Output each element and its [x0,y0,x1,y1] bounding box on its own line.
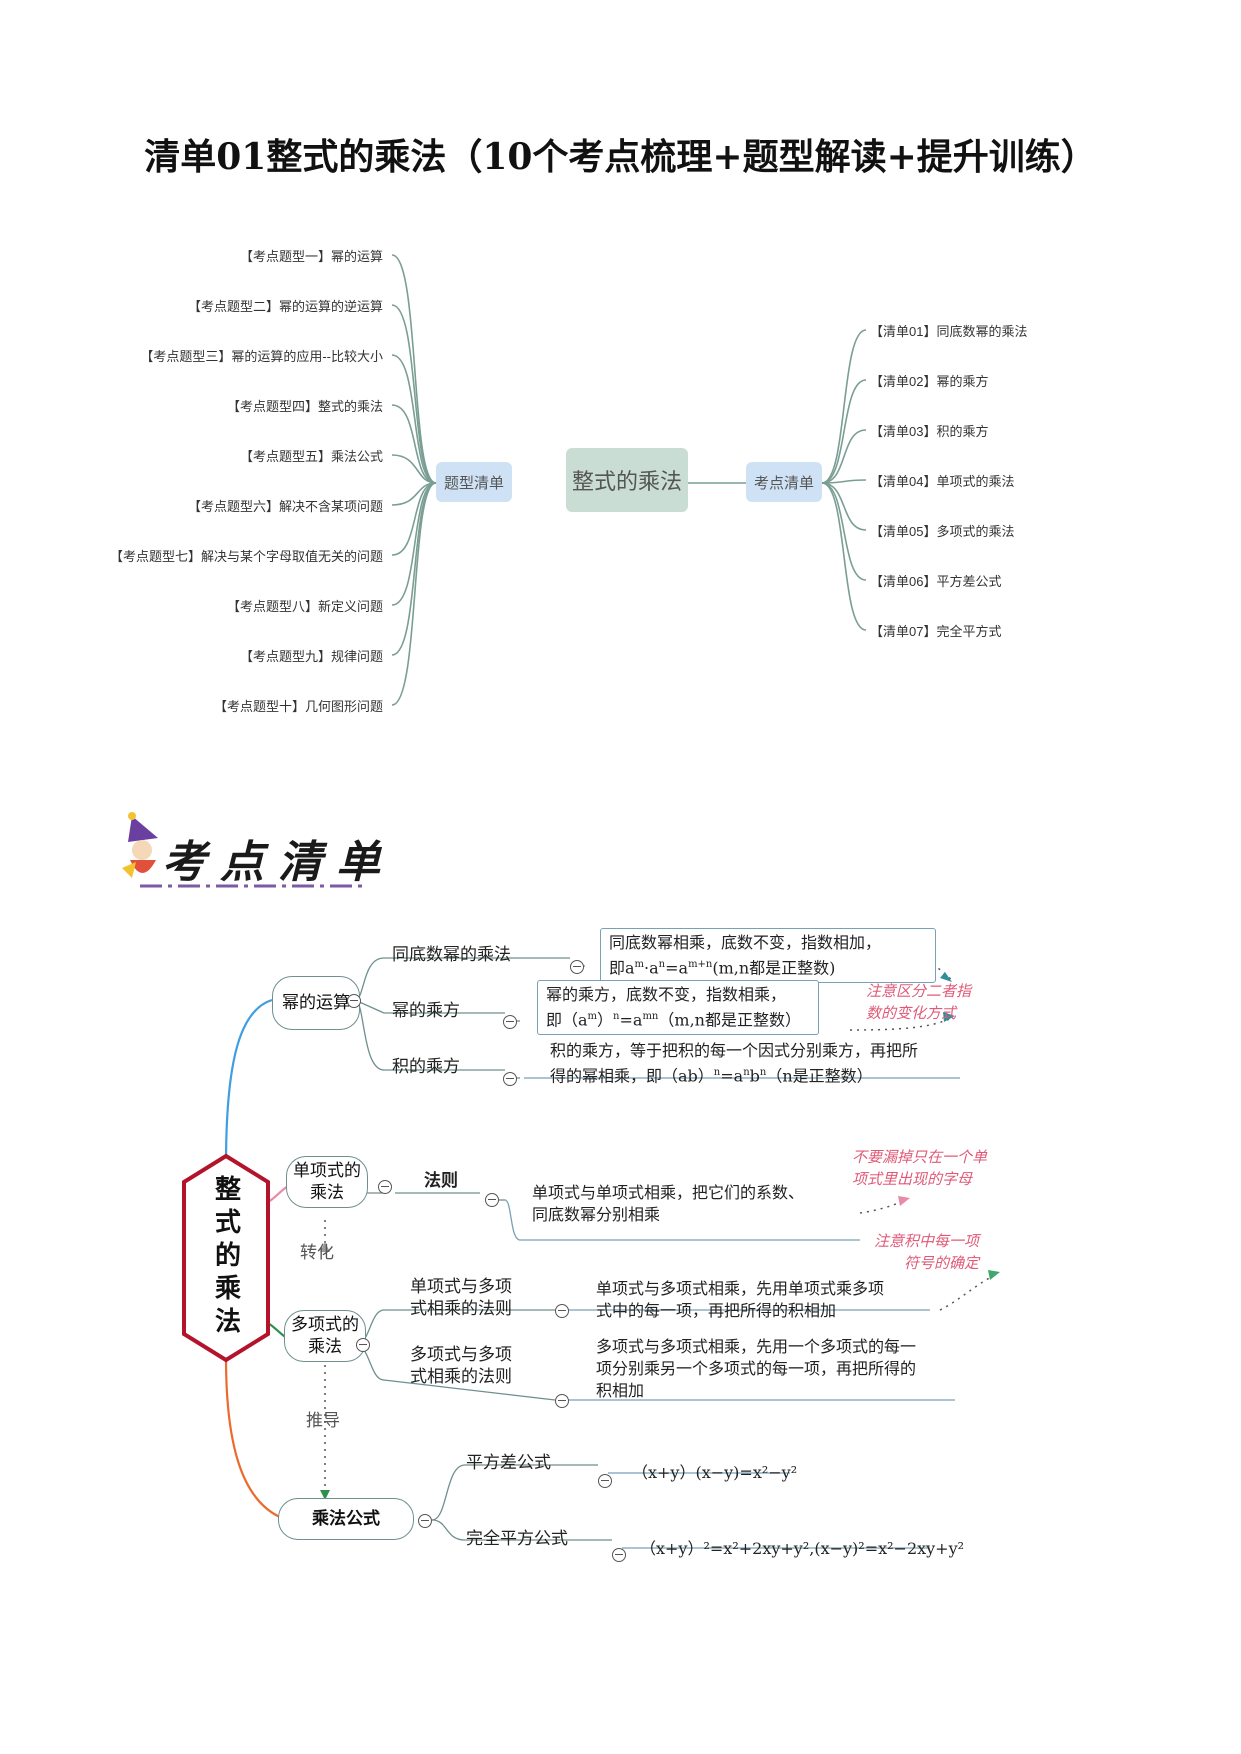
perfect-square-formula: （x+y）²=x²+2xy+y²,(x−y)²=x²−2xy+y² [640,1539,965,1558]
checklist-item: 【清单04】单项式的乘法 [870,474,1015,489]
right-hub-node: 考点清单 [746,462,822,502]
checklist-item: 【清单06】平方差公式 [870,574,1002,589]
root-node-label: 整式的乘法 [214,1175,241,1337]
question-type-item: 【考点题型五】乘法公式 [239,449,383,464]
collapse-icon[interactable] [347,994,361,1008]
collapse-icon[interactable] [418,1514,432,1528]
question-type-item: 【考点题型七】解决与某个字母取值无关的问题 [109,549,383,564]
banner-underline [140,884,368,888]
branch-label: 单项式与多项 式相乘的法则 [410,1277,512,1319]
collapse-icon[interactable] [378,1180,392,1194]
checklist-item: 【清单07】完全平方式 [870,624,1002,639]
branch-label: 积的乘方 [392,1057,460,1077]
mindmap2-connectors [224,957,1000,1549]
product-power-rule-text: 积的乘方，等于把积的每一个因式分别乘方，再把所 得的幂相乘，即（ab）n=anb… [550,1041,919,1086]
note-text: 注意区分二者指 数的变化方式 [866,982,972,1022]
checklist-item: 【清单01】同底数幂的乘法 [870,324,1028,339]
power-of-power-rule-box: 幂的乘方，底数不变，指数相乘， 即（am）n=amn（m,n都是正整数） [537,980,819,1036]
polynomial-multiplication-node: 多项式的乘法 [284,1310,366,1362]
branch-label: 法则 [424,1171,458,1191]
poly-poly-rule-text: 多项式与多项式相乘，先用一个多项式的每一 项分别乘另一个多项式的每一项，再把所得… [596,1337,917,1400]
multiplication-formula-node: 乘法公式 [278,1498,414,1540]
center-node: 整式的乘法 [566,448,688,512]
collapse-icon[interactable] [503,1015,517,1029]
question-type-item: 【考点题型三】幂的运算的应用--比较大小 [140,349,383,364]
collapse-icon[interactable] [356,1338,370,1352]
mono-poly-rule-text: 单项式与多项式相乘，先用单项式乘多项 式中的每一项，再把所得的积相加 [596,1279,885,1320]
same-base-formula: 即am·an=am+n(m,n都是正整数) [609,958,836,978]
mindmap1-connectors [391,254,867,706]
monomial-multiplication-node: 单项式的乘法 [286,1156,368,1208]
power-of-power-formula: 即（am）n=amn（m,n都是正整数） [546,1010,801,1030]
collapse-icon[interactable] [503,1072,517,1086]
branch-label: 幂的乘方 [392,1001,460,1021]
difference-of-squares-formula: （x+y）(x−y)=x²−y² [632,1463,798,1482]
question-type-item: 【考点题型一】幂的运算 [239,249,383,264]
transform-label: 转化 [300,1243,334,1263]
branch-label: 完全平方公式 [466,1529,568,1549]
root-hexagon-shape [182,1153,270,1363]
question-type-item: 【考点题型八】新定义问题 [226,599,383,614]
section-banner-title: 考点清单 [162,837,394,888]
checklist-item: 【清单05】多项式的乘法 [870,524,1015,539]
question-type-item: 【考点题型十】几何图形问题 [213,699,383,714]
note-text: 不要漏掉只在一个单 项式里出现的字母 [852,1148,988,1188]
wizard-mascot-icon [122,812,158,878]
question-type-item: 【考点题型六】解决不含某项问题 [187,499,383,514]
left-hub-node: 题型清单 [436,462,512,502]
collapse-icon[interactable] [485,1193,499,1207]
branch-label: 同底数幂的乘法 [392,945,511,965]
derive-label: 推导 [306,1411,340,1431]
question-type-item: 【考点题型四】整式的乘法 [226,399,383,414]
question-type-item: 【考点题型九】规律问题 [239,649,383,664]
checklist-item: 【清单02】幂的乘方 [870,374,989,389]
collapse-icon[interactable] [570,960,584,974]
checklist-item: 【清单03】积的乘方 [870,424,989,439]
collapse-icon[interactable] [555,1394,569,1408]
note-text: 注意积中每一项 符号的确定 [874,1232,980,1272]
branch-label: 平方差公式 [466,1453,551,1473]
monomial-rule-text: 单项式与单项式相乘，把它们的系数、 同底数幂分别相乘 [532,1183,805,1224]
power-operations-node: 幂的运算 [272,976,360,1030]
collapse-icon[interactable] [598,1474,612,1488]
branch-label: 多项式与多项 式相乘的法则 [410,1345,512,1387]
collapse-icon[interactable] [555,1304,569,1318]
collapse-icon[interactable] [612,1548,626,1562]
document-title: 清单01整式的乘法（10个考点梳理+题型解读+提升训练） [144,136,1097,178]
product-power-formula: 得的幂相乘，即（ab）n=anbn（n是正整数） [550,1066,873,1086]
question-type-item: 【考点题型二】幂的运算的逆运算 [187,299,383,314]
same-base-rule-box: 同底数幂相乘，底数不变，指数相加， 即am·an=am+n(m,n都是正整数) [600,928,936,984]
